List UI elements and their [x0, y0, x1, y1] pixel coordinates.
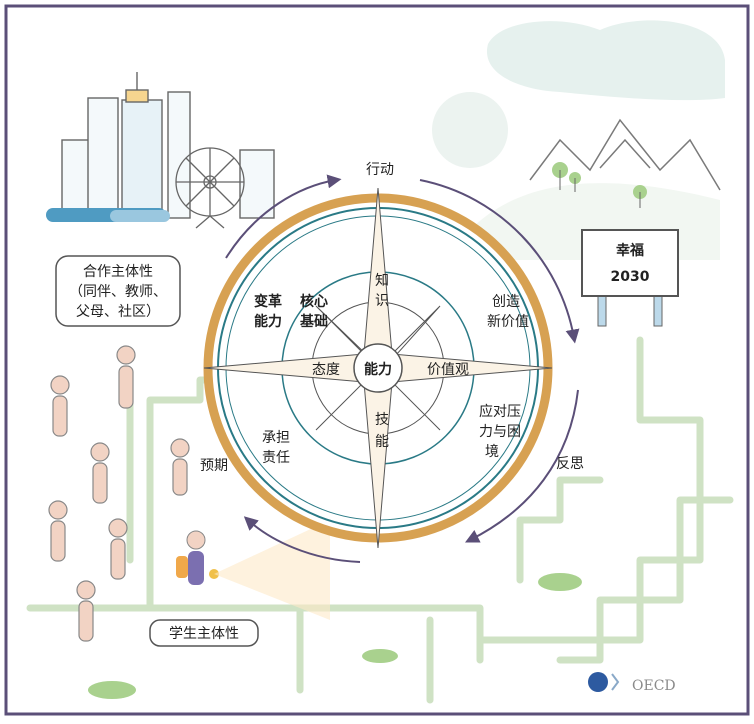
path-network	[26, 336, 734, 704]
signboard: 幸福 2030	[581, 229, 679, 327]
compass-center	[353, 343, 403, 393]
student-agency-label: 学生主体性	[169, 626, 239, 642]
south-label-2: 能	[375, 434, 389, 450]
cope-line1: 应对压	[479, 403, 521, 420]
signboard-line1: 幸福	[616, 242, 644, 259]
transformative-line1: 变革	[254, 293, 282, 310]
center-label: 能力	[364, 361, 392, 378]
student-agency-bubble: 学生主体性	[149, 619, 259, 647]
sky-cloud	[486, 20, 725, 101]
co-agency-line1: 合作主体性	[83, 264, 153, 280]
mountains	[529, 118, 721, 191]
reflection-label: 反思	[556, 456, 584, 472]
cope-line2: 力与困	[479, 424, 521, 440]
bushes	[88, 573, 582, 699]
flashlight-beam	[214, 520, 330, 620]
train	[46, 208, 170, 222]
oecd-globe-icon	[588, 672, 608, 692]
foundation-line2: 基础	[300, 313, 328, 330]
oecd-chevron-icon	[611, 673, 620, 691]
create-value-line1: 创造	[492, 294, 520, 310]
north-label-2: 识	[375, 293, 389, 309]
signboard-line2: 2030	[611, 269, 650, 285]
trees-right	[552, 162, 647, 208]
north-label-1: 知	[375, 272, 389, 289]
west-label: 态度	[312, 362, 340, 378]
responsibility-line1: 承担	[262, 430, 290, 446]
oecd-logo: OECD	[588, 672, 676, 694]
co-agency-line2: （同伴、教师、	[69, 284, 167, 300]
responsibility-line2: 责任	[262, 450, 290, 466]
oecd-text: OECD	[632, 678, 676, 694]
action-label: 行动	[366, 162, 394, 178]
people-figures	[48, 345, 190, 642]
south-label-1: 技	[375, 412, 389, 428]
transformative-line2: 能力	[254, 313, 282, 330]
compass: 能力 知 识 技 能 态度 价值观 变革 能力 核心 基础 创造 新价值 应对压…	[203, 187, 553, 549]
co-agency-bubble: 合作主体性 （同伴、教师、 父母、社区）	[55, 255, 181, 327]
co-agency-line3: 父母、社区）	[76, 304, 160, 320]
sun-circle	[432, 92, 508, 168]
city-skyline	[61, 72, 275, 221]
anticipation-label: 预期	[200, 458, 228, 474]
cope-line3: 境	[485, 444, 499, 460]
east-label: 价值观	[427, 362, 469, 378]
ferris-wheel	[175, 147, 245, 229]
student-figure	[176, 530, 219, 585]
foundation-line1: 核心	[300, 293, 328, 310]
create-value-line2: 新价值	[487, 314, 529, 330]
cycle-arrows	[225, 174, 580, 563]
compass-main-points	[203, 187, 553, 549]
